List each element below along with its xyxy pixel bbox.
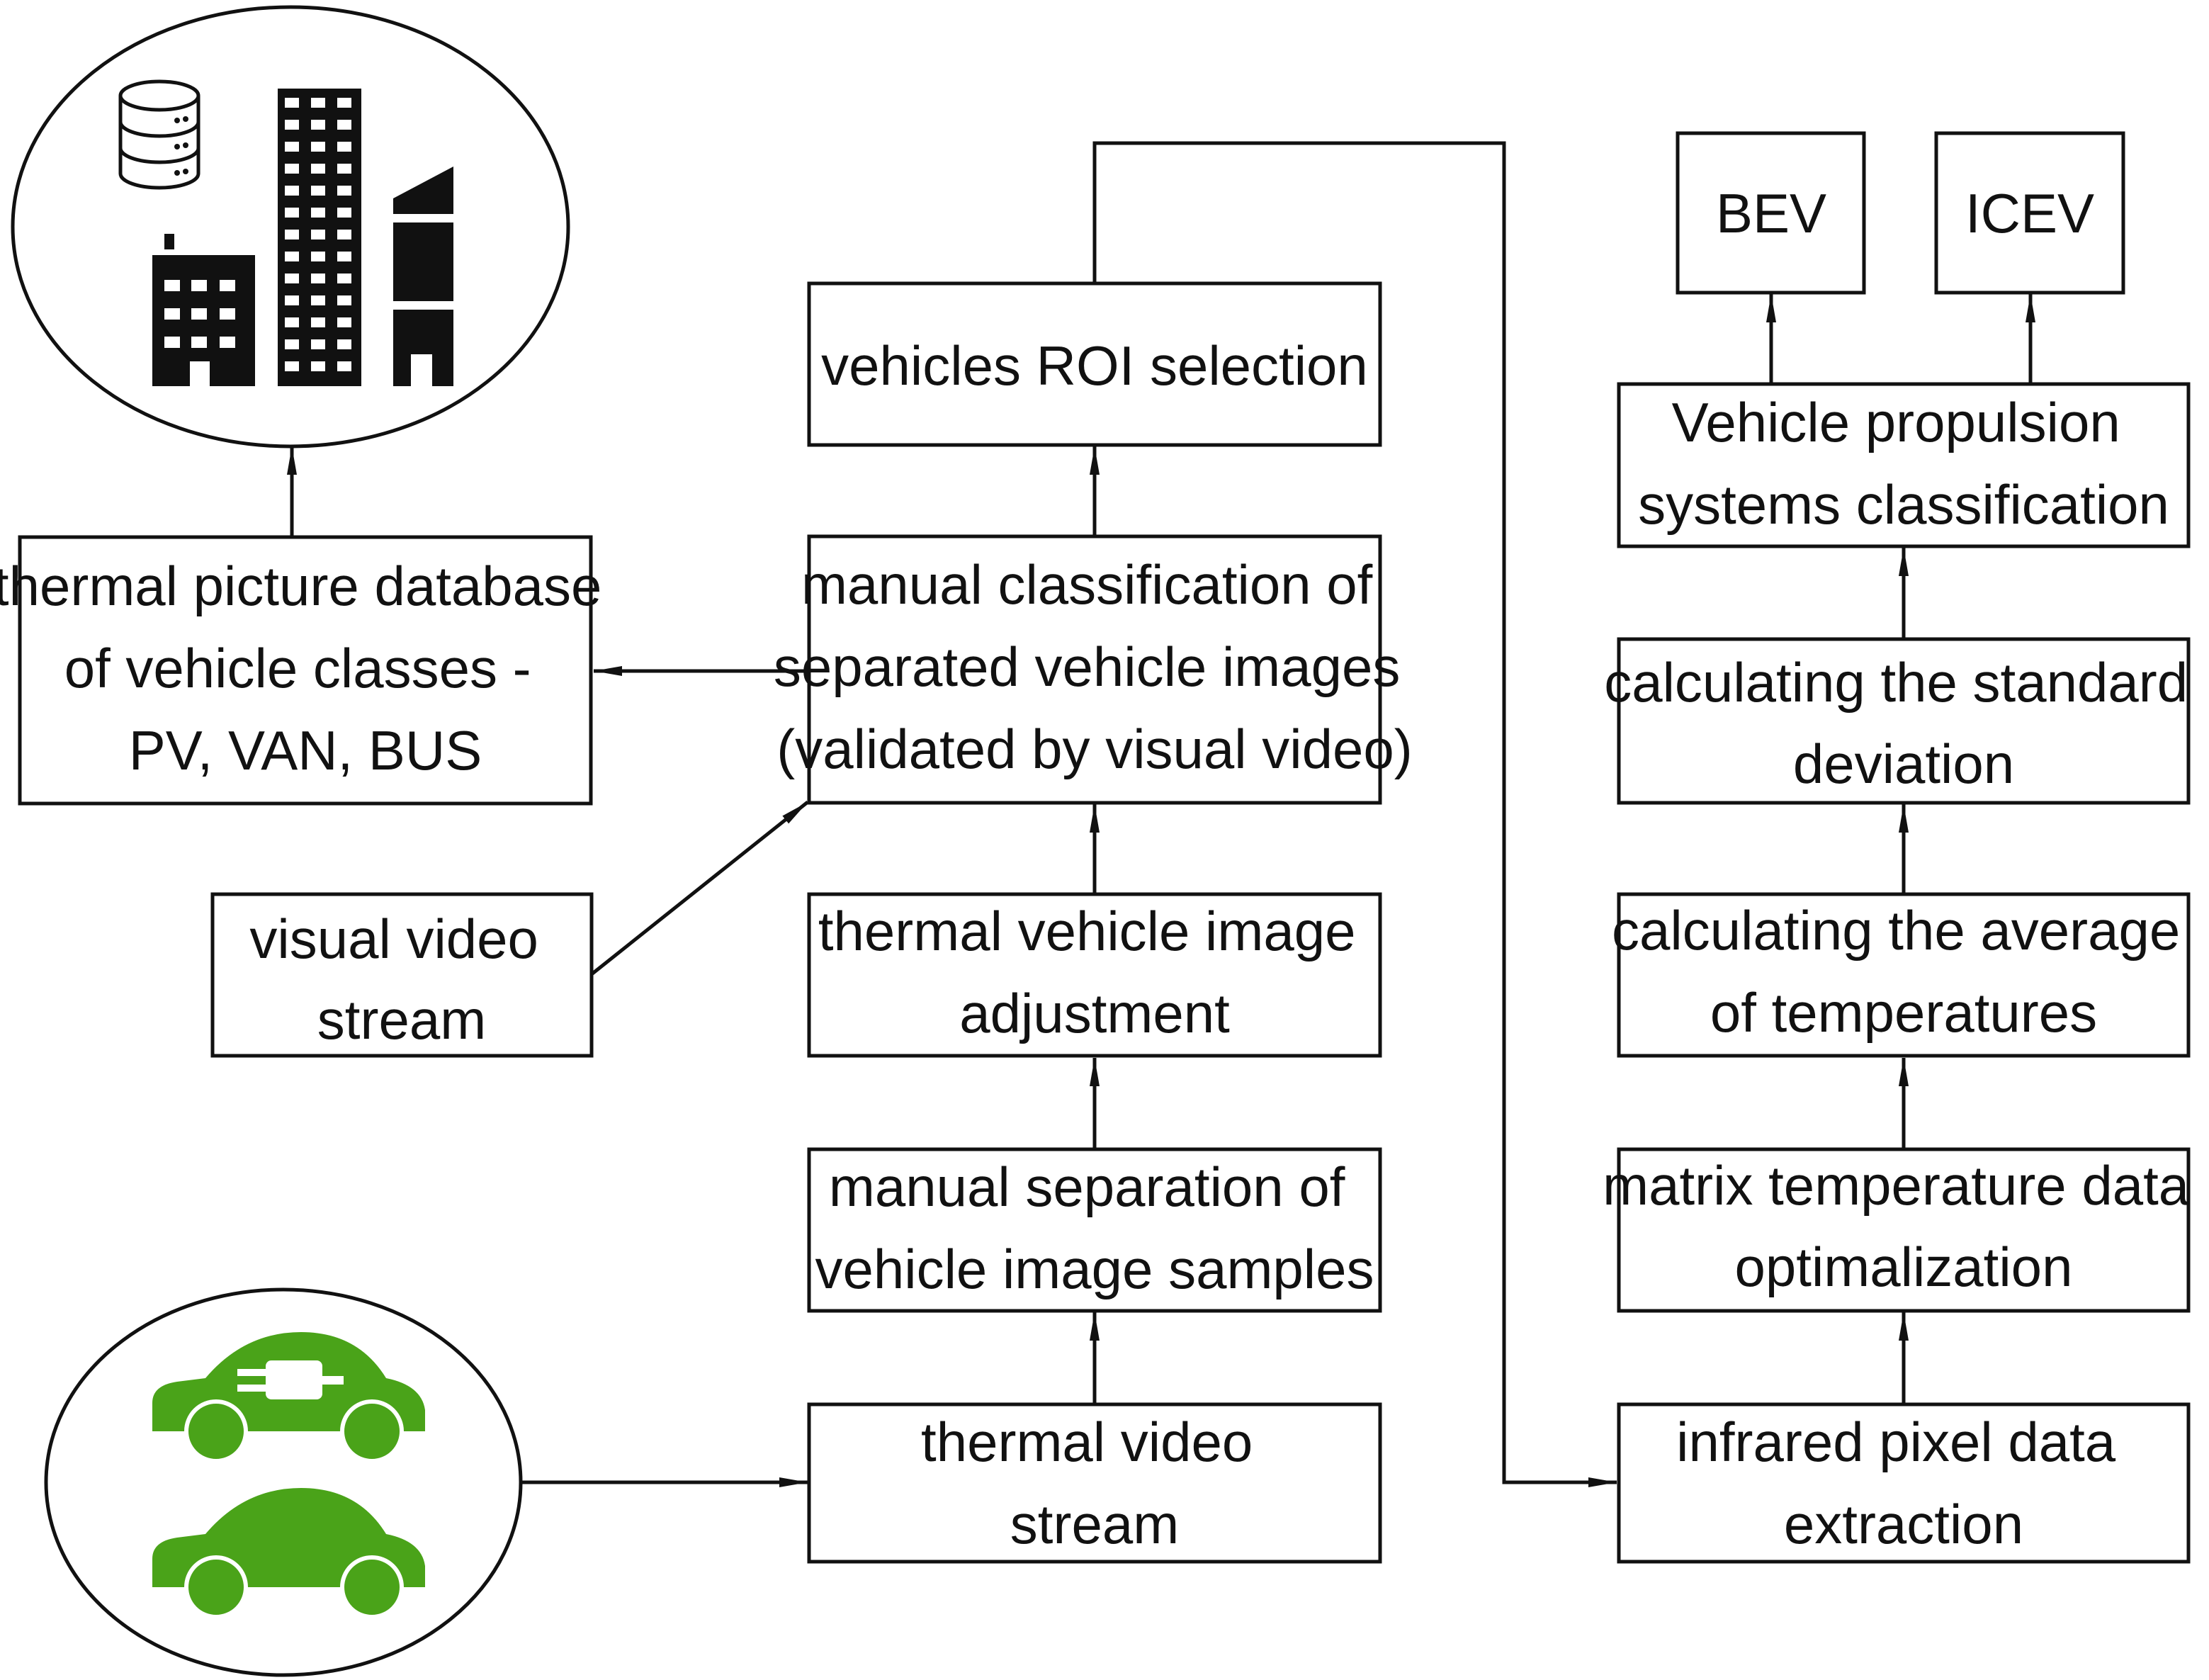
skyscraper-window: [337, 252, 351, 261]
skyscraper-window: [337, 98, 351, 108]
propulsion-classification-box: Vehicle propulsion systems classificatio…: [1617, 382, 2191, 548]
skyscraper-window: [285, 208, 299, 218]
node-label: thermal video stream: [921, 1411, 1268, 1555]
node-label: manual classification of separated vehic…: [774, 553, 1416, 780]
skyscraper-window: [311, 317, 325, 327]
node-label: infrared pixel data extraction: [1676, 1411, 2131, 1555]
node-label: vehicles ROI selection: [821, 334, 1368, 397]
skyscraper-window: [311, 252, 325, 261]
skyscraper-window: [311, 120, 325, 130]
connectors: [287, 141, 2035, 1487]
skyscraper-window: [311, 164, 325, 174]
city-illustration: [11, 5, 570, 449]
skyscraper-window: [311, 230, 325, 239]
bev-box: BEV: [1676, 131, 1866, 295]
skyscraper-window: [285, 295, 299, 305]
node-label: Vehicle propulsion systems classificatio…: [1638, 391, 2169, 536]
skyscraper-window: [311, 98, 325, 108]
manual-classification-box: manual classification of separated vehic…: [774, 534, 1416, 805]
node-label: visual video stream: [249, 908, 553, 1051]
node-label: manual separation of vehicle image sampl…: [815, 1156, 1374, 1300]
skyscraper-window: [337, 208, 351, 218]
office-building-icon: [152, 234, 255, 386]
skyscraper-window: [285, 142, 299, 152]
skyscraper-window: [337, 230, 351, 239]
skyscraper-window: [285, 252, 299, 261]
image-adjustment-box: thermal vehicle image adjustment: [807, 892, 1382, 1058]
skyscraper-window: [337, 164, 351, 174]
skyscraper-window: [337, 120, 351, 130]
skyscraper-window: [337, 339, 351, 349]
node-label: matrix temperature data optimalization: [1603, 1154, 2205, 1298]
skyscraper-window: [311, 295, 325, 305]
node-label: thermal picture database of vehicle clas…: [0, 555, 617, 782]
plug-icon: [237, 1360, 344, 1399]
node-label: BEV: [1716, 182, 1826, 244]
skyscraper-window: [311, 142, 325, 152]
node-label: calculating the standard deviation: [1604, 651, 2203, 795]
skyscraper-window: [311, 339, 325, 349]
node-label: calculating the average of temperatures: [1612, 899, 2196, 1044]
skyscraper-window: [285, 164, 299, 174]
skyscraper-icon: [278, 89, 361, 386]
skyscraper-window: [337, 142, 351, 152]
skyscraper-window: [311, 186, 325, 196]
node-label: thermal vehicle image adjustment: [818, 900, 1371, 1044]
skyscraper-window: [311, 274, 325, 283]
visual-video-stream-box: visual video stream: [210, 892, 594, 1058]
skyscraper-window: [337, 361, 351, 371]
skyscraper-window: [337, 295, 351, 305]
thermal-picture-database-box: thermal picture database of vehicle clas…: [0, 535, 617, 806]
skyscraper-window: [285, 230, 299, 239]
skyscraper-window: [285, 186, 299, 196]
car-icon: [152, 1488, 425, 1619]
manual-separation-box: manual separation of vehicle image sampl…: [807, 1147, 1382, 1313]
skyscraper-window: [285, 274, 299, 283]
cars-illustration: [44, 1287, 523, 1677]
skyscraper-window: [337, 317, 351, 327]
skyscraper-window: [285, 361, 299, 371]
skyscraper-window: [337, 186, 351, 196]
infrared-extraction-box: infrared pixel data extraction: [1617, 1402, 2191, 1564]
node-label: ICEV: [1965, 182, 2094, 244]
skyscraper-window: [285, 120, 299, 130]
average-temperatures-box: calculating the average of temperatures: [1612, 892, 2196, 1058]
tower-icon: [393, 167, 453, 386]
thermal-video-stream-box: thermal video stream: [807, 1402, 1382, 1564]
icev-box: ICEV: [1934, 131, 2125, 295]
arrow-roi-to-extraction: [1092, 141, 1617, 1487]
skyscraper-window: [337, 274, 351, 283]
matrix-optimalization-box: matrix temperature data optimalization: [1603, 1147, 2205, 1313]
standard-deviation-box: calculating the standard deviation: [1604, 637, 2203, 805]
skyscraper-window: [285, 98, 299, 108]
arrow-visual-to-classification: [590, 801, 809, 976]
database-icon: [118, 79, 200, 190]
skyscraper-window: [285, 317, 299, 327]
skyscraper-window: [311, 208, 325, 218]
vehicles-roi-selection-box: vehicles ROI selection: [807, 281, 1382, 447]
electric-car-icon: [152, 1332, 425, 1463]
skyscraper-window: [311, 361, 325, 371]
skyscraper-window: [285, 339, 299, 349]
